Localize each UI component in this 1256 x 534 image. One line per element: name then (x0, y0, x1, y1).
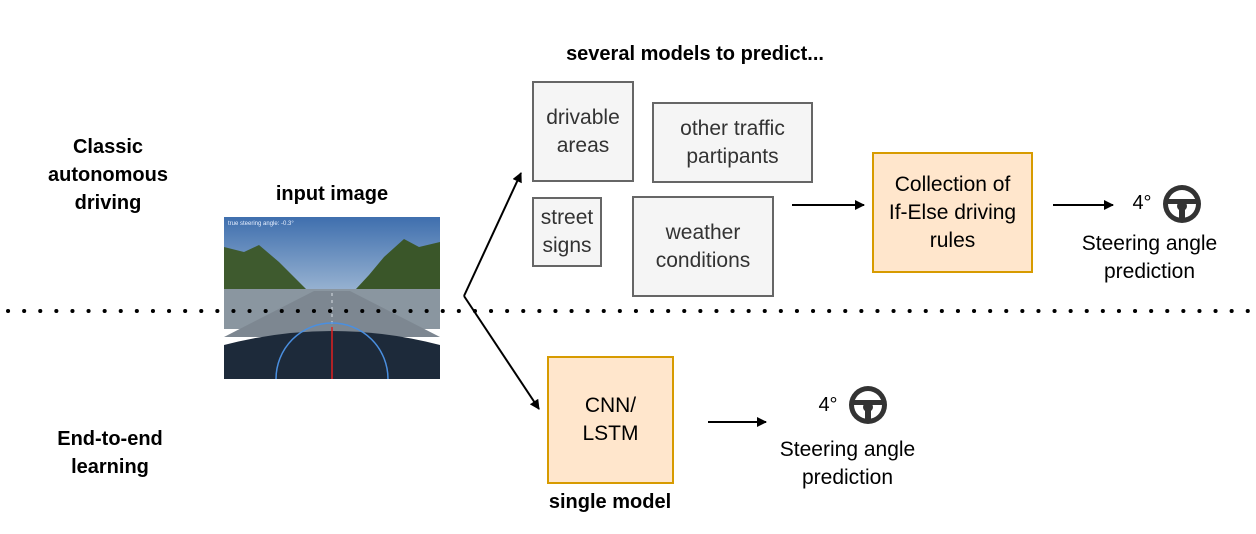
end-to-end-label: End-to-end learning (57, 428, 163, 478)
arrow-to-classic-models (463, 172, 522, 297)
classic-angle-value: 4° (1132, 192, 1152, 214)
steering-caption: true steering angle: -0.3° (228, 221, 294, 227)
several-models-heading: several models to predict... (566, 43, 824, 65)
e2e-angle-value: 4° (818, 394, 838, 416)
single-model-caption: single model (548, 491, 672, 513)
steering-wheel-icon (1163, 185, 1201, 223)
input-image-title: input image (275, 183, 389, 205)
e2e-steering-prediction-label: Steering angle prediction (779, 438, 916, 489)
input-image: true steering angle: -0.3° (224, 217, 440, 379)
classic-steering-prediction-label: Steering angle prediction (1081, 232, 1218, 283)
road-photo (224, 217, 440, 379)
classic-driving-label: Classic autonomous driving (48, 136, 168, 214)
cnn-lstm-box: CNN/LSTM (547, 356, 674, 484)
steering-wheel-icon (849, 386, 887, 424)
arrow-to-cnn-lstm (463, 295, 540, 410)
